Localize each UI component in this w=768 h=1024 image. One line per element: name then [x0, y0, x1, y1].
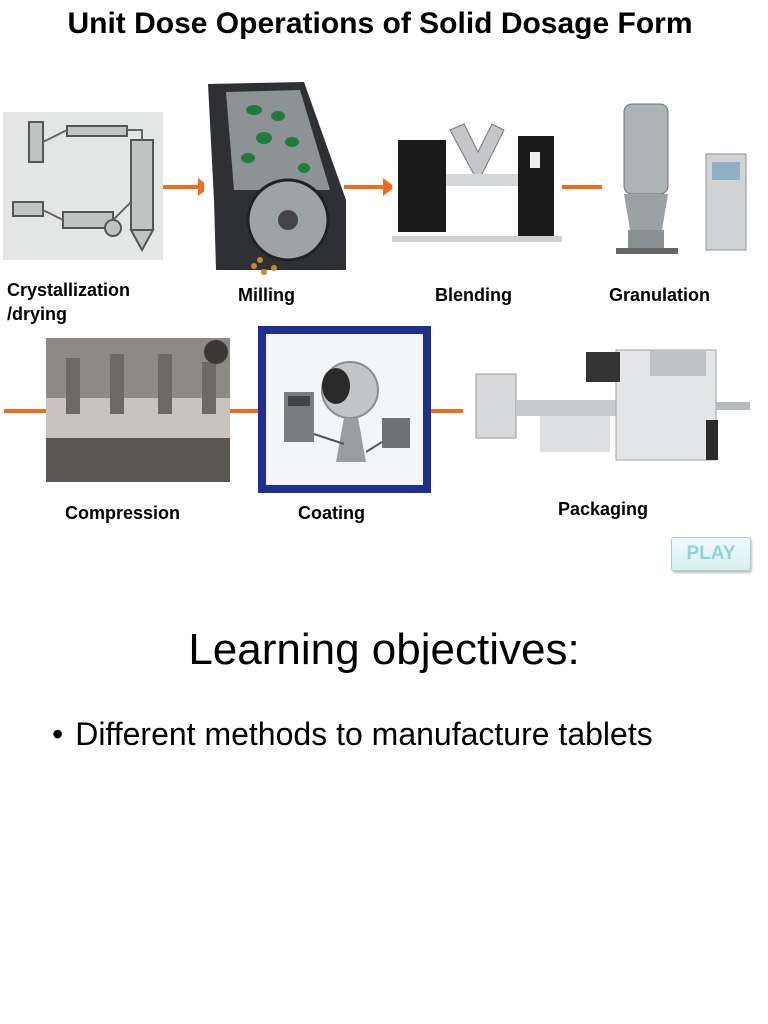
flow-arrow — [562, 185, 602, 189]
flow-arrow — [4, 409, 46, 413]
packaging-machine-image — [470, 332, 754, 474]
blending-machine-image — [392, 112, 562, 260]
bullet-dot: • — [52, 716, 64, 752]
play-button[interactable]: PLAY — [671, 537, 751, 571]
milling-label: Milling — [238, 285, 295, 305]
objectives-heading: Learning objectives: — [188, 625, 580, 674]
flow-arrow — [163, 185, 199, 189]
flow-arrow — [344, 185, 384, 189]
compression-label: Compression — [65, 503, 181, 523]
objective-item: • Different methods to manufacture tablet… — [52, 712, 653, 756]
coating-machine-image — [258, 326, 431, 493]
flow-arrow — [431, 409, 463, 413]
flow-arrow — [230, 409, 258, 413]
objective-text: Different methods to manufacture tablets — [75, 716, 653, 752]
crystallization-label: Crystallization /drying — [7, 280, 131, 324]
blending-label: Blending — [435, 285, 512, 305]
granulation-label: Granulation — [609, 285, 711, 305]
compression-machine-image — [46, 338, 230, 482]
coating-label: Coating — [298, 503, 365, 523]
packaging-label: Packaging — [558, 499, 649, 519]
slide-title: Unit Dose Operations of Solid Dosage For… — [67, 7, 693, 40]
granulation-machine-image — [604, 100, 760, 260]
crystallization-diagram-image — [3, 112, 163, 260]
milling-machine-image — [204, 80, 352, 280]
